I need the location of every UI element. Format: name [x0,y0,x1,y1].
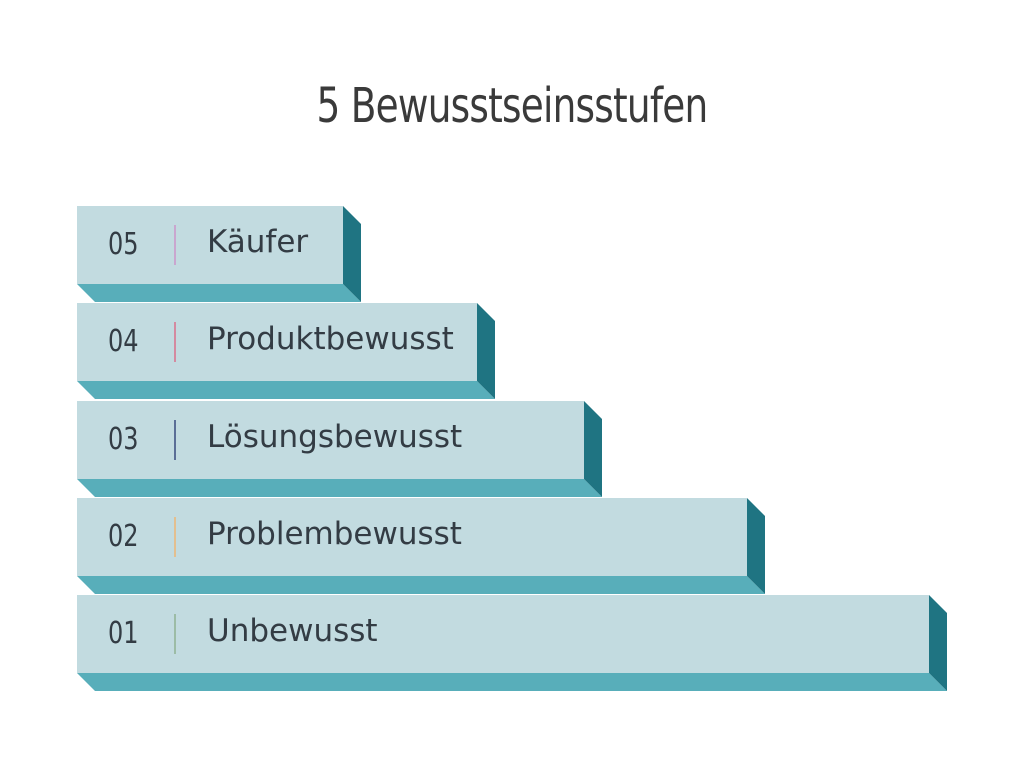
step-divider [174,322,176,363]
step-number: 01 [108,616,139,652]
step-number: 04 [108,324,139,360]
step-label: Käufer [207,224,309,260]
step-label: Lösungsbewusst [207,418,463,455]
step-block [77,497,765,594]
step-divider [174,225,176,265]
step-number: 03 [108,421,139,457]
step-bottom-face [77,673,947,692]
step-side-face [343,206,361,302]
step-bottom-face [77,381,495,400]
step-bottom-face [77,478,602,497]
step-03: 03 Lösungsbewusst [77,400,602,497]
step-face [77,497,747,576]
step-face [77,400,584,479]
diagram-title: 5 Bewusstseinsstufen [316,78,709,134]
step-bottom-face [77,575,765,594]
step-side-face [477,303,495,400]
step-divider [174,419,176,460]
step-02: 02 Problembewusst [77,497,765,594]
step-divider [174,516,176,557]
step-label: Unbewusst [207,613,378,650]
step-face [77,206,343,284]
step-label: Produktbewusst [207,321,454,358]
step-05: 05 Käufer [77,206,361,302]
step-04: 04 Produktbewusst [77,303,495,400]
step-side-face [747,497,765,594]
step-face [77,303,477,382]
step-side-face [584,400,602,497]
step-side-face [929,595,947,692]
step-block [77,206,361,302]
step-number: 05 [108,227,139,262]
step-01: 01 Unbewusst [77,595,947,692]
step-bottom-face [77,284,361,302]
step-block [77,303,495,400]
step-block [77,595,947,692]
step-label: Problembewusst [207,515,462,552]
step-block [77,400,602,497]
step-divider [174,614,176,655]
step-face [77,595,929,674]
step-number: 02 [108,518,139,554]
